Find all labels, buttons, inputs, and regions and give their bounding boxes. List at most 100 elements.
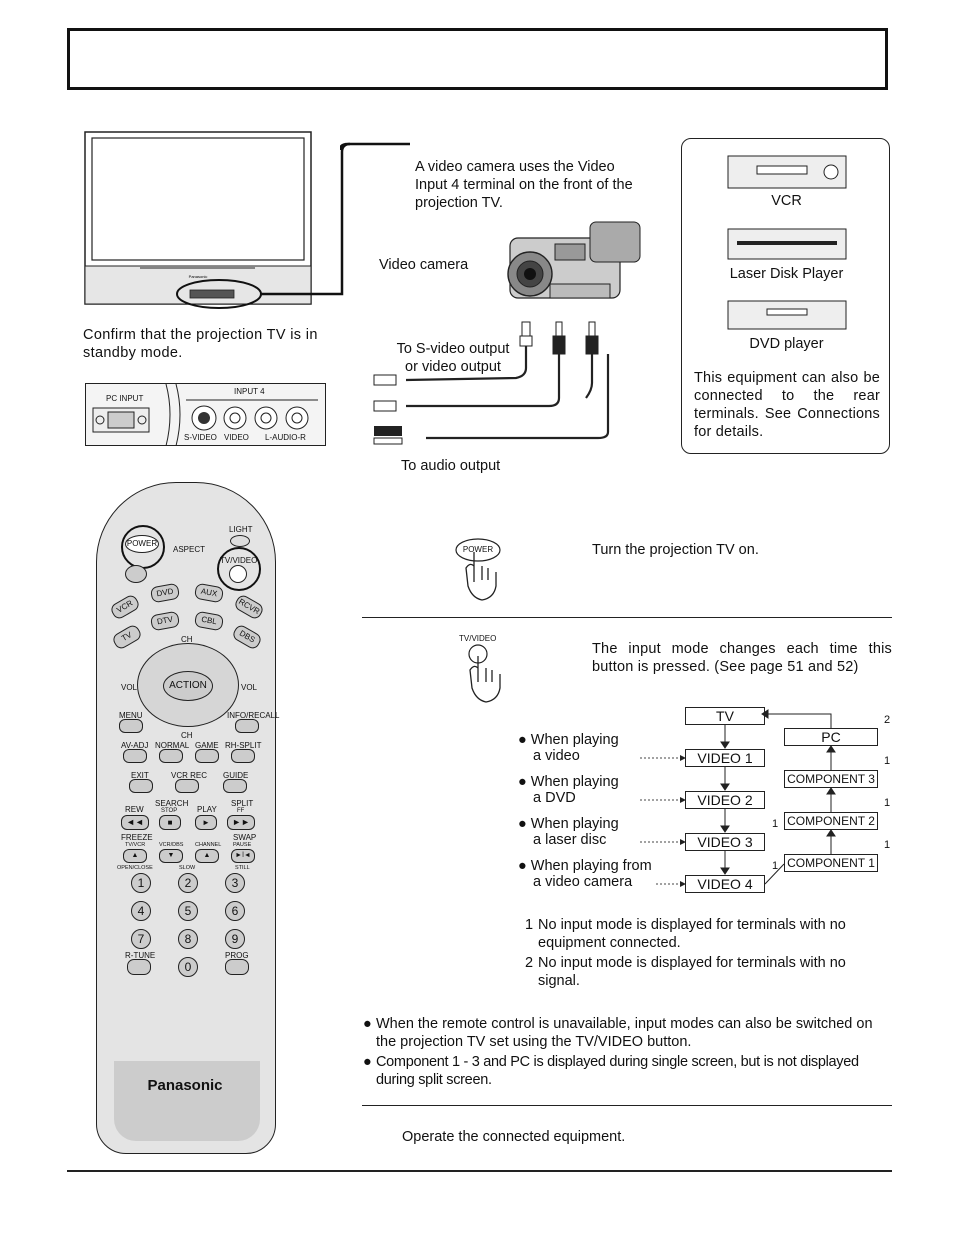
digit-5-button[interactable]: 5 [178,901,198,921]
normal-label: NORMAL [155,741,190,750]
pause-button[interactable]: ►ǀ◄ [231,849,255,863]
ch-down-label: CH [181,731,193,740]
guide-label: GUIDE [223,771,249,780]
digit-8-button[interactable]: 8 [178,929,198,949]
note-2: Component 1 - 3 and PC is displayed duri… [376,1054,859,1088]
mode-component3: COMPONENT 3 [784,770,878,788]
footnote-1-text: No input mode is displayed for terminals… [538,917,846,951]
tv-mode-button[interactable]: TV [110,623,144,651]
mode-video4: VIDEO 4 [685,875,765,893]
vcr-rec-label: VCR REC [171,771,208,780]
note-bullet-2: ● [363,1054,372,1070]
dbs-mode-button[interactable]: DBS [230,623,264,651]
game-button[interactable] [195,749,219,763]
tvvideo-button[interactable] [229,565,247,583]
light-label: LIGHT [229,525,253,534]
aspect-button[interactable] [125,565,147,583]
video-camera-icon [507,221,641,299]
dvd-player-icon [727,300,847,330]
menu-label: MENU [119,711,143,720]
rew-button[interactable]: ◄◄ [121,815,149,830]
game-label: GAME [195,741,219,750]
prog-button[interactable] [225,959,249,975]
exit-button[interactable] [129,779,153,793]
rh-split-button[interactable] [231,749,255,763]
power-button[interactable]: POWER [125,535,159,553]
ff-button[interactable]: ►► [227,815,255,830]
page-title-box [67,28,888,90]
swap-label: SWAP [233,833,257,842]
vcr-icon [727,155,847,189]
av-adj-label: AV-ADJ [121,741,149,750]
bullet-dot: ● [518,774,531,790]
channel-up-button[interactable]: ▲ [195,849,219,863]
mark-video4: 1 [772,860,779,872]
vcr-rec-button[interactable] [175,779,199,793]
dtv-mode-button[interactable]: DTV [149,610,181,632]
footnote-1-mark: 1 [525,917,534,933]
mode-video1: VIDEO 1 [685,749,765,767]
guide-button[interactable] [223,779,247,793]
digit-0-button[interactable]: 0 [178,957,198,977]
connector-line-top [340,142,410,151]
laser-disk-player-label: Laser Disk Player [729,266,844,282]
dvd-mode-button[interactable]: DVD [149,582,181,604]
channel-down-button[interactable]: ▼ [159,849,183,863]
remote-bottom-panel [114,1061,260,1141]
openclose-button[interactable]: ▲ [123,849,147,863]
remote-control: POWER LIGHT ASPECT TV/VIDEO VCR DVD AUX … [96,482,280,1154]
aux-mode-button[interactable]: AUX [193,582,225,604]
remote-brand: Panasonic [147,1077,223,1094]
digit-3-button[interactable]: 3 [225,873,245,893]
panel-divider [165,384,181,446]
step-divider-2 [362,1105,892,1106]
bullet-dvd: ● When playing a DVD [518,774,619,806]
stop-button[interactable]: ■ [159,815,181,830]
tvvideo-highlight [217,547,261,591]
mode-video2: VIDEO 2 [685,791,765,809]
digit-2-button[interactable]: 2 [178,873,198,893]
tvvideo-label: TV/VIDEO [220,556,258,565]
info-label: INFO/RECALL [227,711,280,720]
tv-brand: Panasonic [189,274,208,279]
digit-4-button[interactable]: 4 [131,901,151,921]
exit-label: EXIT [131,771,149,780]
info-button[interactable] [235,719,259,733]
digit-1-button[interactable]: 1 [131,873,151,893]
play-button[interactable]: ► [195,815,217,830]
bullet-video: ● When playing a video [518,732,619,764]
rcvr-mode-button[interactable]: RCVR [232,593,266,621]
normal-button[interactable] [159,749,183,763]
openclose-label: OPEN/CLOSE [117,865,153,871]
vcr-mode-button[interactable]: VCR [108,593,142,621]
action-button[interactable]: ACTION [163,671,213,701]
video-camera-label: Video camera [379,257,469,273]
menu-button[interactable] [119,719,143,733]
bullet-laser-disc: ● When playing a laser disc [518,816,619,848]
equipment-box: VCR Laser Disk Player DVD player This eq… [681,138,890,454]
vcr-label: VCR [771,193,802,209]
vcrdbs-label: VCR/DBS [159,842,184,848]
vol-left-label: VOL [121,683,138,692]
ff-label: FF [237,808,245,814]
ch-up-label: CH [181,635,193,644]
bullet-video-camera: ● When playing from a video camera [518,858,652,890]
digit-6-button[interactable]: 6 [225,901,245,921]
digit-9-button[interactable]: 9 [225,929,245,949]
av-adj-button[interactable] [123,749,147,763]
cbl-mode-button[interactable]: CBL [193,610,225,632]
tvvideo-press-icon [468,644,501,703]
power-press-icon [455,538,501,601]
play-label: PLAY [197,805,217,814]
rtune-label: R-TUNE [125,951,156,960]
input4-ports [186,399,318,431]
bullet-dot: ● [518,816,531,832]
rh-split-label: RH-SPLIT [225,741,262,750]
rtune-button[interactable] [127,959,151,975]
bullet-dot: ● [518,732,531,748]
laser-disk-player-icon [727,228,847,260]
light-button[interactable] [230,535,250,547]
digit-7-button[interactable]: 7 [131,929,151,949]
step2-text: The input mode changes each time this bu… [592,641,892,675]
mode-tv: TV [685,707,765,725]
